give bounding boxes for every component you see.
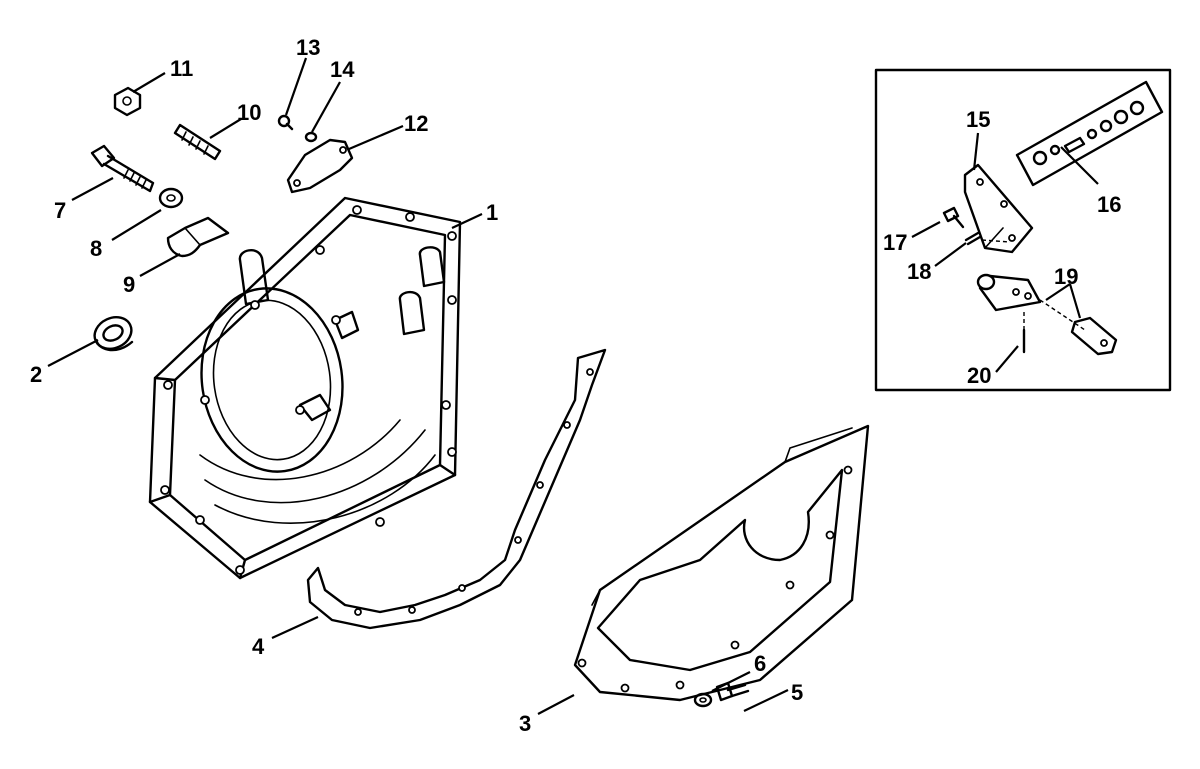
callout-19: 19 bbox=[1054, 264, 1078, 289]
callout-20: 20 bbox=[967, 363, 991, 388]
washer-6 bbox=[693, 692, 713, 708]
callout-15: 15 bbox=[966, 107, 990, 132]
washer-14 bbox=[304, 131, 318, 143]
detail-inset bbox=[874, 68, 1172, 392]
callout-8: 8 bbox=[90, 236, 102, 261]
callout-9: 9 bbox=[123, 272, 135, 297]
callout-5: 5 bbox=[791, 680, 803, 705]
callout-2: 2 bbox=[30, 362, 42, 387]
hardware-kit bbox=[1015, 80, 1164, 187]
callout-17: 17 bbox=[883, 230, 907, 255]
bracket bbox=[963, 163, 1034, 254]
screw-17 bbox=[942, 206, 965, 229]
callout-1: 1 bbox=[486, 200, 498, 225]
stud bbox=[173, 123, 222, 161]
spring-washer bbox=[964, 231, 1011, 246]
callout-labels: 1 2 3 4 5 6 7 8 9 10 11 12 13 14 15 16 1… bbox=[30, 35, 1121, 736]
gasket bbox=[306, 348, 607, 630]
callout-14: 14 bbox=[330, 57, 355, 82]
callout-7: 7 bbox=[54, 198, 66, 223]
bolt-7 bbox=[90, 144, 155, 193]
callout-12: 12 bbox=[404, 111, 428, 136]
callout-16: 16 bbox=[1097, 192, 1121, 217]
swivel-link bbox=[976, 273, 1118, 356]
seal bbox=[93, 316, 134, 352]
washer-8 bbox=[158, 187, 184, 209]
callout-18: 18 bbox=[907, 259, 931, 284]
callout-3: 3 bbox=[519, 711, 531, 736]
flywheel-cover bbox=[573, 424, 870, 702]
clamp bbox=[166, 216, 230, 258]
callout-11: 11 bbox=[170, 56, 193, 81]
callout-6: 6 bbox=[754, 651, 766, 676]
callout-13: 13 bbox=[296, 35, 320, 60]
leader-lines bbox=[47, 57, 1099, 715]
nut bbox=[113, 86, 142, 117]
screw-13 bbox=[277, 114, 294, 131]
flywheel-housing bbox=[148, 196, 462, 580]
callout-10: 10 bbox=[237, 100, 261, 125]
callout-4: 4 bbox=[252, 634, 265, 659]
cover-plate bbox=[286, 138, 354, 194]
